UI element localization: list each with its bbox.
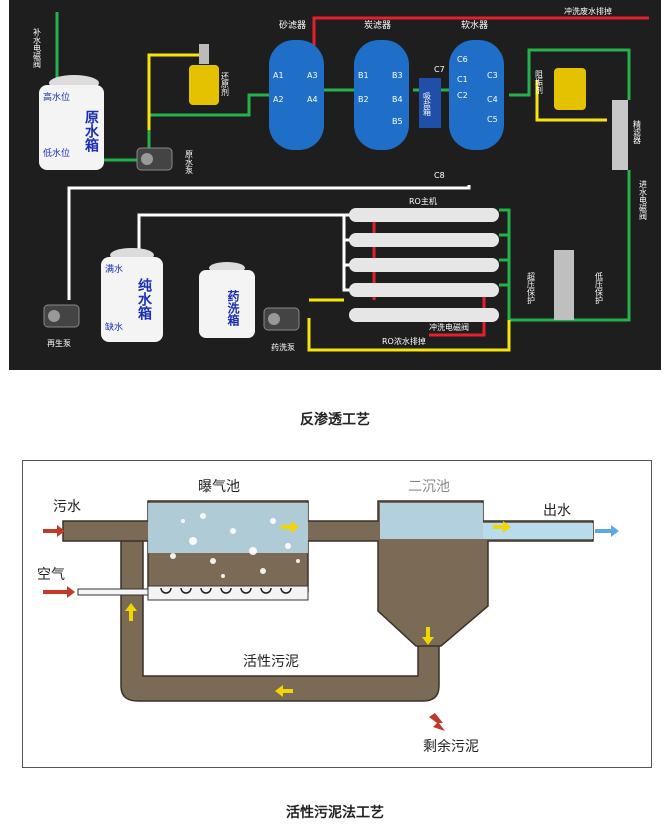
valve-tag: B5 [392,117,403,126]
return-sludge-label: 活性污泥 [243,654,299,670]
chem-wash-tank: 药洗箱 [199,262,255,338]
excess-sludge-arrow [429,713,445,731]
scale-inhibitor-tank: 阻垢剂 [535,68,586,110]
sewage-label: 污水 [53,499,81,515]
excess-sludge-label: 剩余污泥 [423,738,479,755]
raw-water-tank: 原水箱 高水位 低水位 [39,75,104,170]
regen-pump: 再生泵 [43,304,80,348]
flow-arrow-left [275,685,293,697]
softener: 软水器 [449,19,504,150]
makeup-valve-label: 补水电磁阀 [33,27,42,69]
aeration-tank-label: 曝气池 [198,479,240,495]
sewage-in-arrow [43,525,65,537]
ro-main-label: RO主机 [409,196,437,206]
air-bubbles [170,513,300,578]
flow-arrow-right-2 [493,521,511,533]
valve-tag: C7 [434,65,445,74]
pure-tank-full: 满水 [105,263,123,275]
softener-label: 软水器 [461,19,488,31]
ro-concentrate-pipe-2 [429,290,486,337]
sand-filter: 砂滤器 [269,19,324,150]
ro-membranes: RO主机 [349,196,499,322]
inhibitor-pipe [535,80,607,122]
as-diagram-svg: 曝气池 二沉池 污水 空气 出水 活性污泥 剩余污泥 [37,479,619,755]
raw-tank-low-level: 低水位 [43,147,70,159]
chem-wash-pipe [307,318,511,352]
precision-filter: 精滤器 [612,100,642,170]
valve-tag: C6 [457,55,468,64]
effluent-out-arrow [595,525,619,537]
valve-tag: A2 [273,95,284,104]
caption-ro: 反渗透工艺 [300,412,370,428]
chem-tank-label: 药洗箱 [226,289,240,327]
raw-tank-label: 原水箱 [83,110,99,153]
pure-water-tank: 纯水箱 满水 缺水 [101,248,163,342]
softener-to-precision-pipe [509,48,631,100]
regen-pump-label: 再生泵 [47,338,71,348]
salt-tank-label: 吸盐箱 [423,92,432,117]
ro-permeate-pipe [137,213,354,255]
ro-concentrate-label: RO浓水排掉 [382,336,426,346]
sand-filter-label: 砂滤器 [279,19,306,31]
valve-tag: A4 [307,95,318,104]
flow-arrow-right [281,521,299,533]
valve-tag: C5 [487,115,498,124]
valve-tag: C2 [457,91,468,100]
pure-tank-empty: 缺水 [105,321,123,333]
precision-filter-label: 精滤器 [633,119,642,145]
chem-pump-label: 药洗泵 [271,342,295,352]
carbon-filter: 炭滤器 [354,19,409,150]
reductant-label: 还原剂 [221,71,230,97]
air-in-arrow [43,586,75,598]
valve-tag: B3 [392,71,403,80]
raw-tank-high-level: 高水位 [43,91,70,103]
pure-tank-label: 纯水箱 [136,277,152,321]
valve-tag: C4 [487,95,498,104]
scale-inhibitor-label: 阻垢剂 [535,70,544,95]
flow-arrow-down [422,627,434,645]
raw-pump: 原水泵 [136,147,194,174]
reductant-pipe [147,53,199,130]
valve-tag: A1 [273,71,284,80]
clarifier-water [380,503,483,539]
pressure-pump: 超压保护 低压保护 [527,250,604,320]
ro-process-diagram: 原水箱 高水位 低水位 补水电磁阀 原水泵 还原剂 砂滤器 炭滤器 吸盐箱 软水… [9,0,661,370]
effluent-label: 出水 [543,503,571,519]
valve-tags: A1 A3 A2 A4 B1 B3 B2 B4 B5 C6 C3 C2 C4 C… [273,55,498,180]
chem-pump: 药洗泵 [263,307,300,352]
precision-to-inlet-pipe [509,170,631,322]
valve-tag: C8 [434,171,445,180]
flush-drain-label: 冲洗废水排掉 [564,6,612,16]
valve-tag: C3 [487,71,498,80]
caption-as: 活性污泥法工艺 [286,805,384,821]
underpressure-label: 低压保护 [595,271,604,305]
ro-feed-pipe [499,208,511,320]
valve-tag: B2 [358,95,369,104]
ro-diagram-svg: 原水箱 高水位 低水位 补水电磁阀 原水泵 还原剂 砂滤器 炭滤器 吸盐箱 软水… [33,6,649,352]
valve-tag: A3 [307,71,318,80]
reductant-tank: 还原剂 [189,44,230,105]
valve-tag: C1 [457,75,468,84]
overpressure-label: 超压保护 [527,271,536,305]
clarifier-label: 二沉池 [408,479,450,495]
valve-tag: B4 [392,95,403,104]
air-pipe [77,588,149,596]
flow-arrow-up [125,603,137,621]
flow-arrows [43,521,619,731]
air-label: 空气 [37,567,65,583]
activated-sludge-diagram: 曝气池 二沉池 污水 空气 出水 活性污泥 剩余污泥 [22,460,652,768]
valve-tag: B1 [358,71,369,80]
flush-valve-label: 冲洗电磁阀 [429,322,469,332]
raw-pump-label: 原水泵 [185,150,194,174]
salt-tank: 吸盐箱 [419,78,441,128]
carbon-filter-label: 炭滤器 [364,19,391,31]
inlet-valve-label: 进水电磁阀 [639,180,648,221]
regen-loop-pipe [67,185,471,300]
diffusers [160,587,292,594]
